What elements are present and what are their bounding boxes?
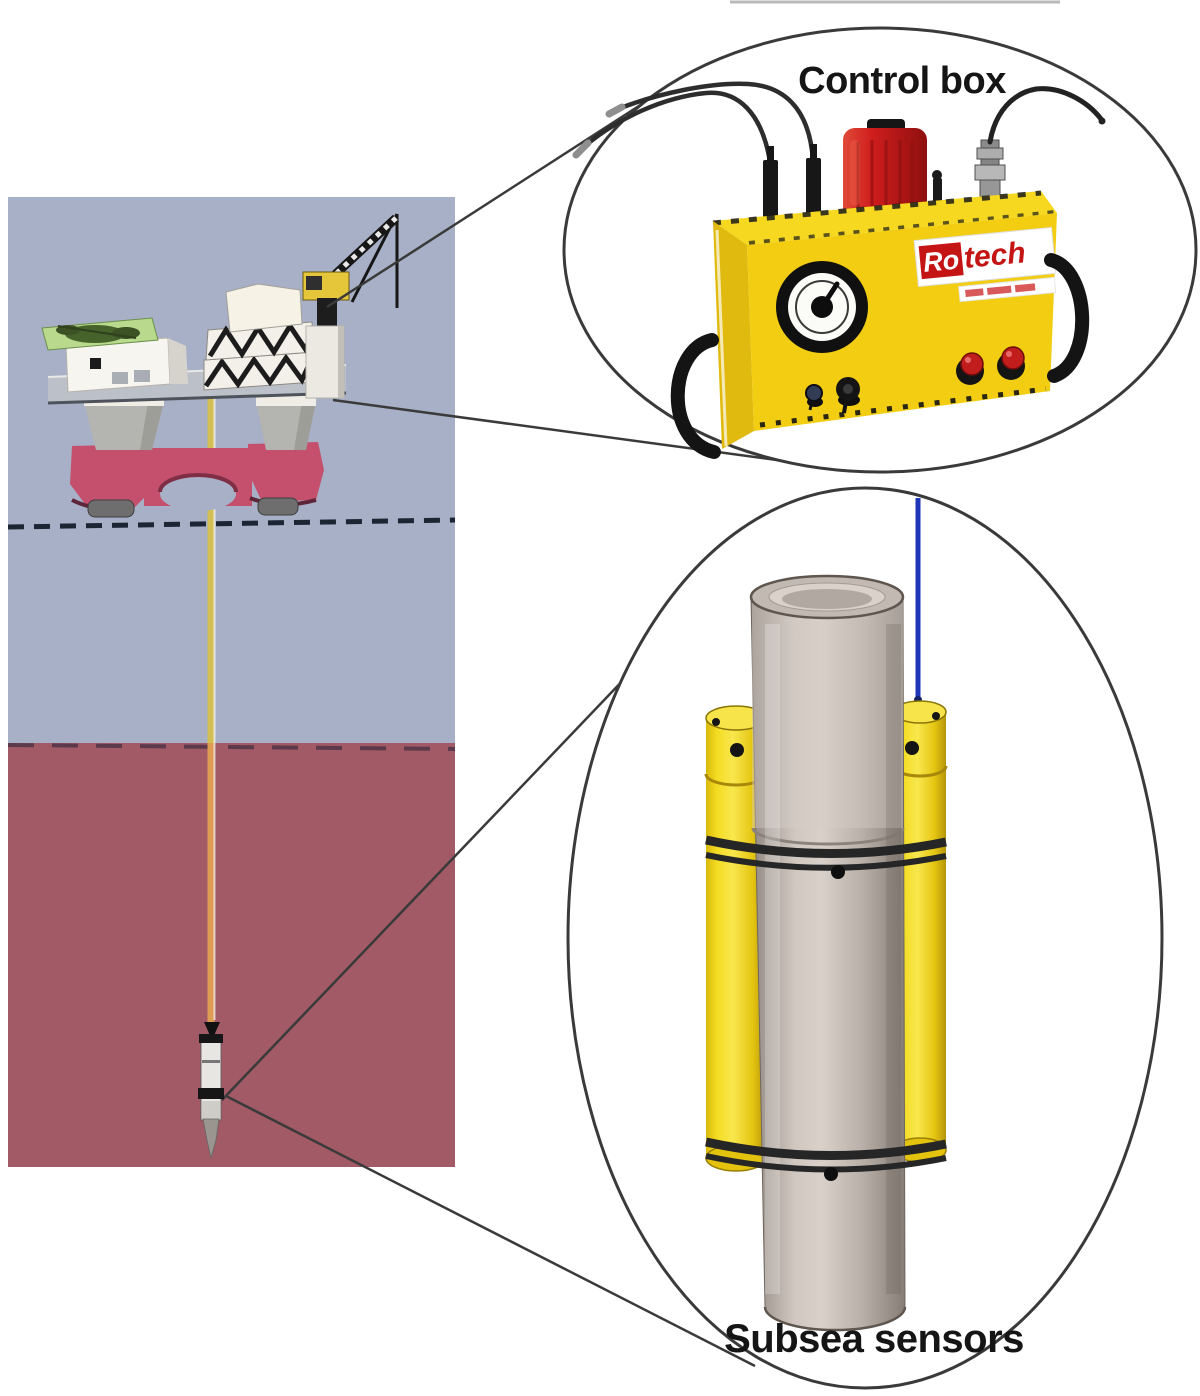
pontoons — [70, 442, 324, 518]
semi-submersible-platform — [41, 213, 400, 518]
front-connectors — [805, 377, 860, 414]
seabed-background — [8, 743, 455, 1167]
right-cable — [987, 86, 1104, 145]
pressure-gauge — [776, 261, 868, 353]
left-foot — [87, 499, 135, 518]
callout-line-sensor-lower — [225, 1094, 756, 1368]
control-box-label: Control box — [798, 60, 1006, 102]
crane — [302, 213, 400, 399]
beacon-light — [843, 119, 927, 222]
right-pod-bolt — [905, 741, 919, 755]
lower-clamp-bolt — [824, 1167, 838, 1181]
left-cable-tip-2 — [605, 103, 626, 118]
riser-sensor — [198, 1022, 224, 1159]
red-buttons — [956, 346, 1025, 385]
brand-logo-prefix: Ro — [922, 245, 961, 278]
subsea-sensor-illustration — [704, 498, 948, 1332]
helideck — [41, 317, 159, 351]
control-box-illustration: Ro tech — [572, 81, 1106, 459]
right-handle — [1044, 253, 1090, 383]
module-door — [90, 358, 101, 369]
toggle-switch — [932, 170, 942, 204]
accommodation-module — [65, 337, 188, 393]
crane-column — [305, 325, 345, 399]
upper-clamp-bolt — [831, 865, 845, 879]
waterline-dashed — [7, 517, 456, 530]
riser-pipe — [749, 574, 907, 1332]
brand-logo-suffix: tech — [962, 236, 1027, 275]
left-pod-bolt — [730, 743, 744, 757]
right-connector — [974, 139, 1006, 198]
right-foot — [257, 497, 299, 516]
penthouse — [225, 283, 303, 333]
mudline-dashed — [7, 743, 456, 751]
left-handle — [670, 333, 721, 459]
box-top-face — [713, 191, 1057, 245]
callout-line-sensor-upper — [221, 649, 653, 1101]
left-cable-tip — [572, 139, 592, 159]
crane-base — [317, 298, 337, 328]
callout-line-topbox-upper — [326, 71, 691, 309]
derrick-modules — [203, 283, 316, 391]
left-cables — [583, 81, 816, 163]
brand-label: Ro tech — [913, 226, 1057, 303]
pontoon-arch-gap — [160, 477, 236, 511]
columns — [84, 396, 316, 450]
cable-plugs — [763, 144, 821, 218]
subsea-sensors-label: Subsea sensors — [724, 1317, 1024, 1361]
scene-panel — [7, 71, 859, 1368]
